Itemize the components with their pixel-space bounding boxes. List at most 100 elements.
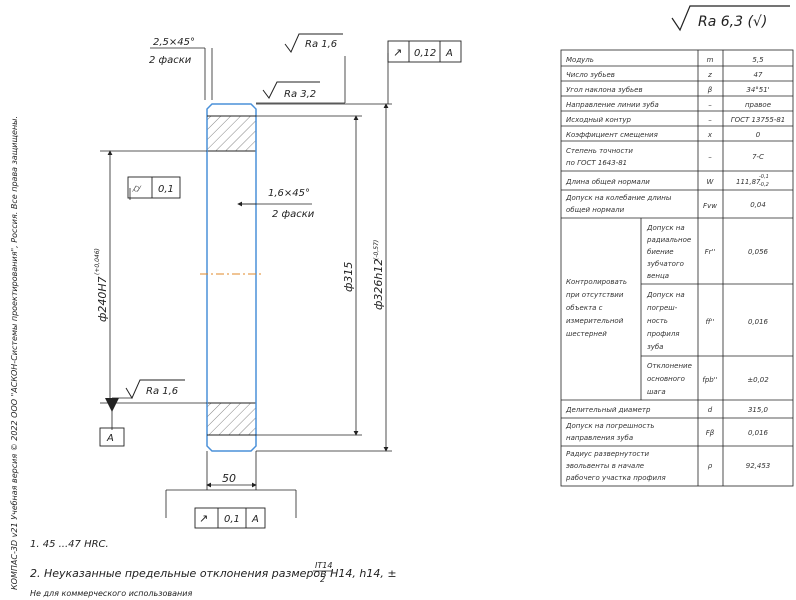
control-item-value: 0,016	[748, 318, 769, 326]
param-name: Угол наклона зубьев	[566, 86, 643, 94]
param-value: 47	[754, 71, 763, 79]
param-symbol: x	[707, 131, 713, 139]
param-symbol: ρ	[708, 462, 713, 470]
param-symbol: β	[708, 86, 713, 94]
footer-note: Не для коммерческого использования	[30, 589, 192, 598]
param-name: Радиус развернутости	[566, 450, 649, 458]
note-1: 1. 45 ...47 HRC.	[30, 539, 109, 550]
param-name: Степень точности	[566, 147, 633, 155]
tolerance-top-value: 0,12	[414, 48, 436, 59]
datum-label: A	[106, 433, 114, 444]
tolerance-top-symbol: ↗	[393, 46, 402, 59]
bore-tolerance: (+0,046)	[94, 248, 101, 275]
tolerance-bottom-symbol: ↗	[199, 512, 208, 525]
param-value: 7-С	[752, 153, 764, 161]
control-item-symbol: ff''	[706, 318, 715, 326]
outer-dimension: ф326h12	[372, 259, 385, 310]
control-item-name: погреш-	[647, 304, 678, 312]
control-item-name: Отклонение	[647, 362, 692, 370]
param-name: эвольвенты в начале	[566, 462, 644, 470]
param-name: по ГОСТ 1643-81	[566, 159, 627, 167]
tolerance-top-datum: A	[445, 48, 453, 59]
tolerance-frame-bottom	[194, 507, 266, 529]
param-value: 5,5	[752, 56, 764, 64]
bore-dimension: ф240Н7	[96, 276, 109, 322]
control-item-name: шага	[647, 388, 666, 396]
roughness-top: Ra 1,6	[284, 33, 343, 53]
param-value: 0	[756, 131, 761, 139]
control-label: при отсутствии	[566, 291, 624, 299]
control-item-name: зубчатого	[647, 260, 684, 268]
note-2-fraction-bottom: 2	[320, 575, 325, 584]
control-item-name: зуба	[647, 343, 663, 351]
control-item-symbol: fpb''	[702, 376, 717, 384]
roughness-bottom: Ra 1,6	[112, 379, 185, 400]
param-name: Допуск на колебание длины	[565, 194, 672, 202]
tolerance-side-value: 0,1	[158, 184, 174, 195]
roughness-mid: Ra 3,2	[262, 81, 320, 100]
tolerance-side-symbol: ⌭	[132, 182, 142, 195]
control-label: измерительной	[566, 317, 624, 325]
control-item-name: основного	[647, 375, 685, 383]
note-2: 2. Неуказанные предельные отклонения раз…	[30, 567, 397, 580]
tolerance-bottom-datum: A	[251, 514, 259, 525]
inner-chamfer-value: 1,6×45°	[268, 188, 310, 199]
param-symbol: d	[708, 406, 713, 414]
param-name: направления зуба	[566, 434, 633, 442]
param-value: правое	[745, 101, 771, 109]
param-value-sub: -0,2	[759, 182, 769, 188]
width-dimension: 50	[222, 472, 236, 485]
dimension-lines	[100, 47, 392, 518]
param-name: Число зубьев	[566, 71, 615, 79]
control-item-value: 0,056	[748, 248, 769, 256]
control-label: объекта с	[566, 304, 603, 312]
param-name: Исходный контур	[566, 116, 632, 124]
param-name: Коэффициент смещения	[566, 131, 658, 139]
control-label: Контролировать	[566, 278, 627, 286]
param-value: 0,04	[750, 201, 766, 209]
tolerance-bottom-value: 0,1	[224, 514, 240, 525]
outer-chamfer-note: 2 фаски	[149, 55, 192, 66]
side-note: КОМПАС-3D v21 Учебная версия © 2022 ООО …	[10, 116, 19, 590]
params-table	[560, 49, 794, 487]
control-item-value: ±0,02	[747, 376, 769, 384]
tolerance-frame-top	[387, 40, 462, 63]
param-symbol: Fvw	[703, 202, 717, 210]
note-2-fraction-top: IT14	[315, 561, 332, 570]
param-value: 111,87	[736, 178, 761, 186]
roughness-top-text: Ra 1,6	[305, 39, 337, 50]
param-name: Допуск на погрешность	[565, 422, 654, 430]
param-name: Делительный диаметр	[565, 406, 651, 414]
inner-chamfer-note: 2 фаски	[272, 209, 315, 220]
param-symbol: W	[707, 178, 715, 186]
control-item-symbol: Fr''	[705, 248, 716, 256]
param-name: Модуль	[566, 56, 594, 64]
control-item-name: биение	[647, 248, 674, 256]
general-roughness-text: Ra 6,3 (√)	[698, 14, 767, 30]
control-label: шестерней	[566, 330, 607, 338]
control-item-name: Допуск на	[646, 224, 685, 232]
param-name: рабочего участка профиля	[565, 474, 666, 482]
tolerance-frame-side	[127, 176, 181, 199]
param-symbol: –	[708, 153, 712, 161]
outer-chamfer-value: 2,5×45°	[153, 37, 195, 48]
outer-tolerance: (-0,57)	[373, 240, 380, 260]
param-value: 92,453	[746, 462, 771, 470]
datum-symbol: A	[99, 398, 125, 447]
control-item-name: ность	[647, 317, 668, 325]
general-roughness: Ra 6,3 (√)	[671, 5, 790, 32]
param-name: общей нормали	[566, 206, 625, 214]
pitch-dimension: ф315	[342, 262, 355, 292]
roughness-bottom-text: Ra 1,6	[146, 386, 178, 397]
param-value: 34°51'	[746, 86, 769, 94]
params-table-text: Модуль m 5,5 Число зубьев z 47 Угол накл…	[565, 56, 785, 482]
control-item-name: Допуск на	[646, 291, 685, 299]
param-symbol: –	[708, 101, 712, 109]
param-symbol: –	[708, 116, 712, 124]
param-value-sup: -0,1	[759, 174, 769, 180]
gear-section	[200, 103, 263, 452]
param-value: 0,016	[748, 429, 769, 437]
roughness-mid-text: Ra 3,2	[284, 89, 316, 100]
param-value: ГОСТ 13755-81	[731, 116, 786, 124]
